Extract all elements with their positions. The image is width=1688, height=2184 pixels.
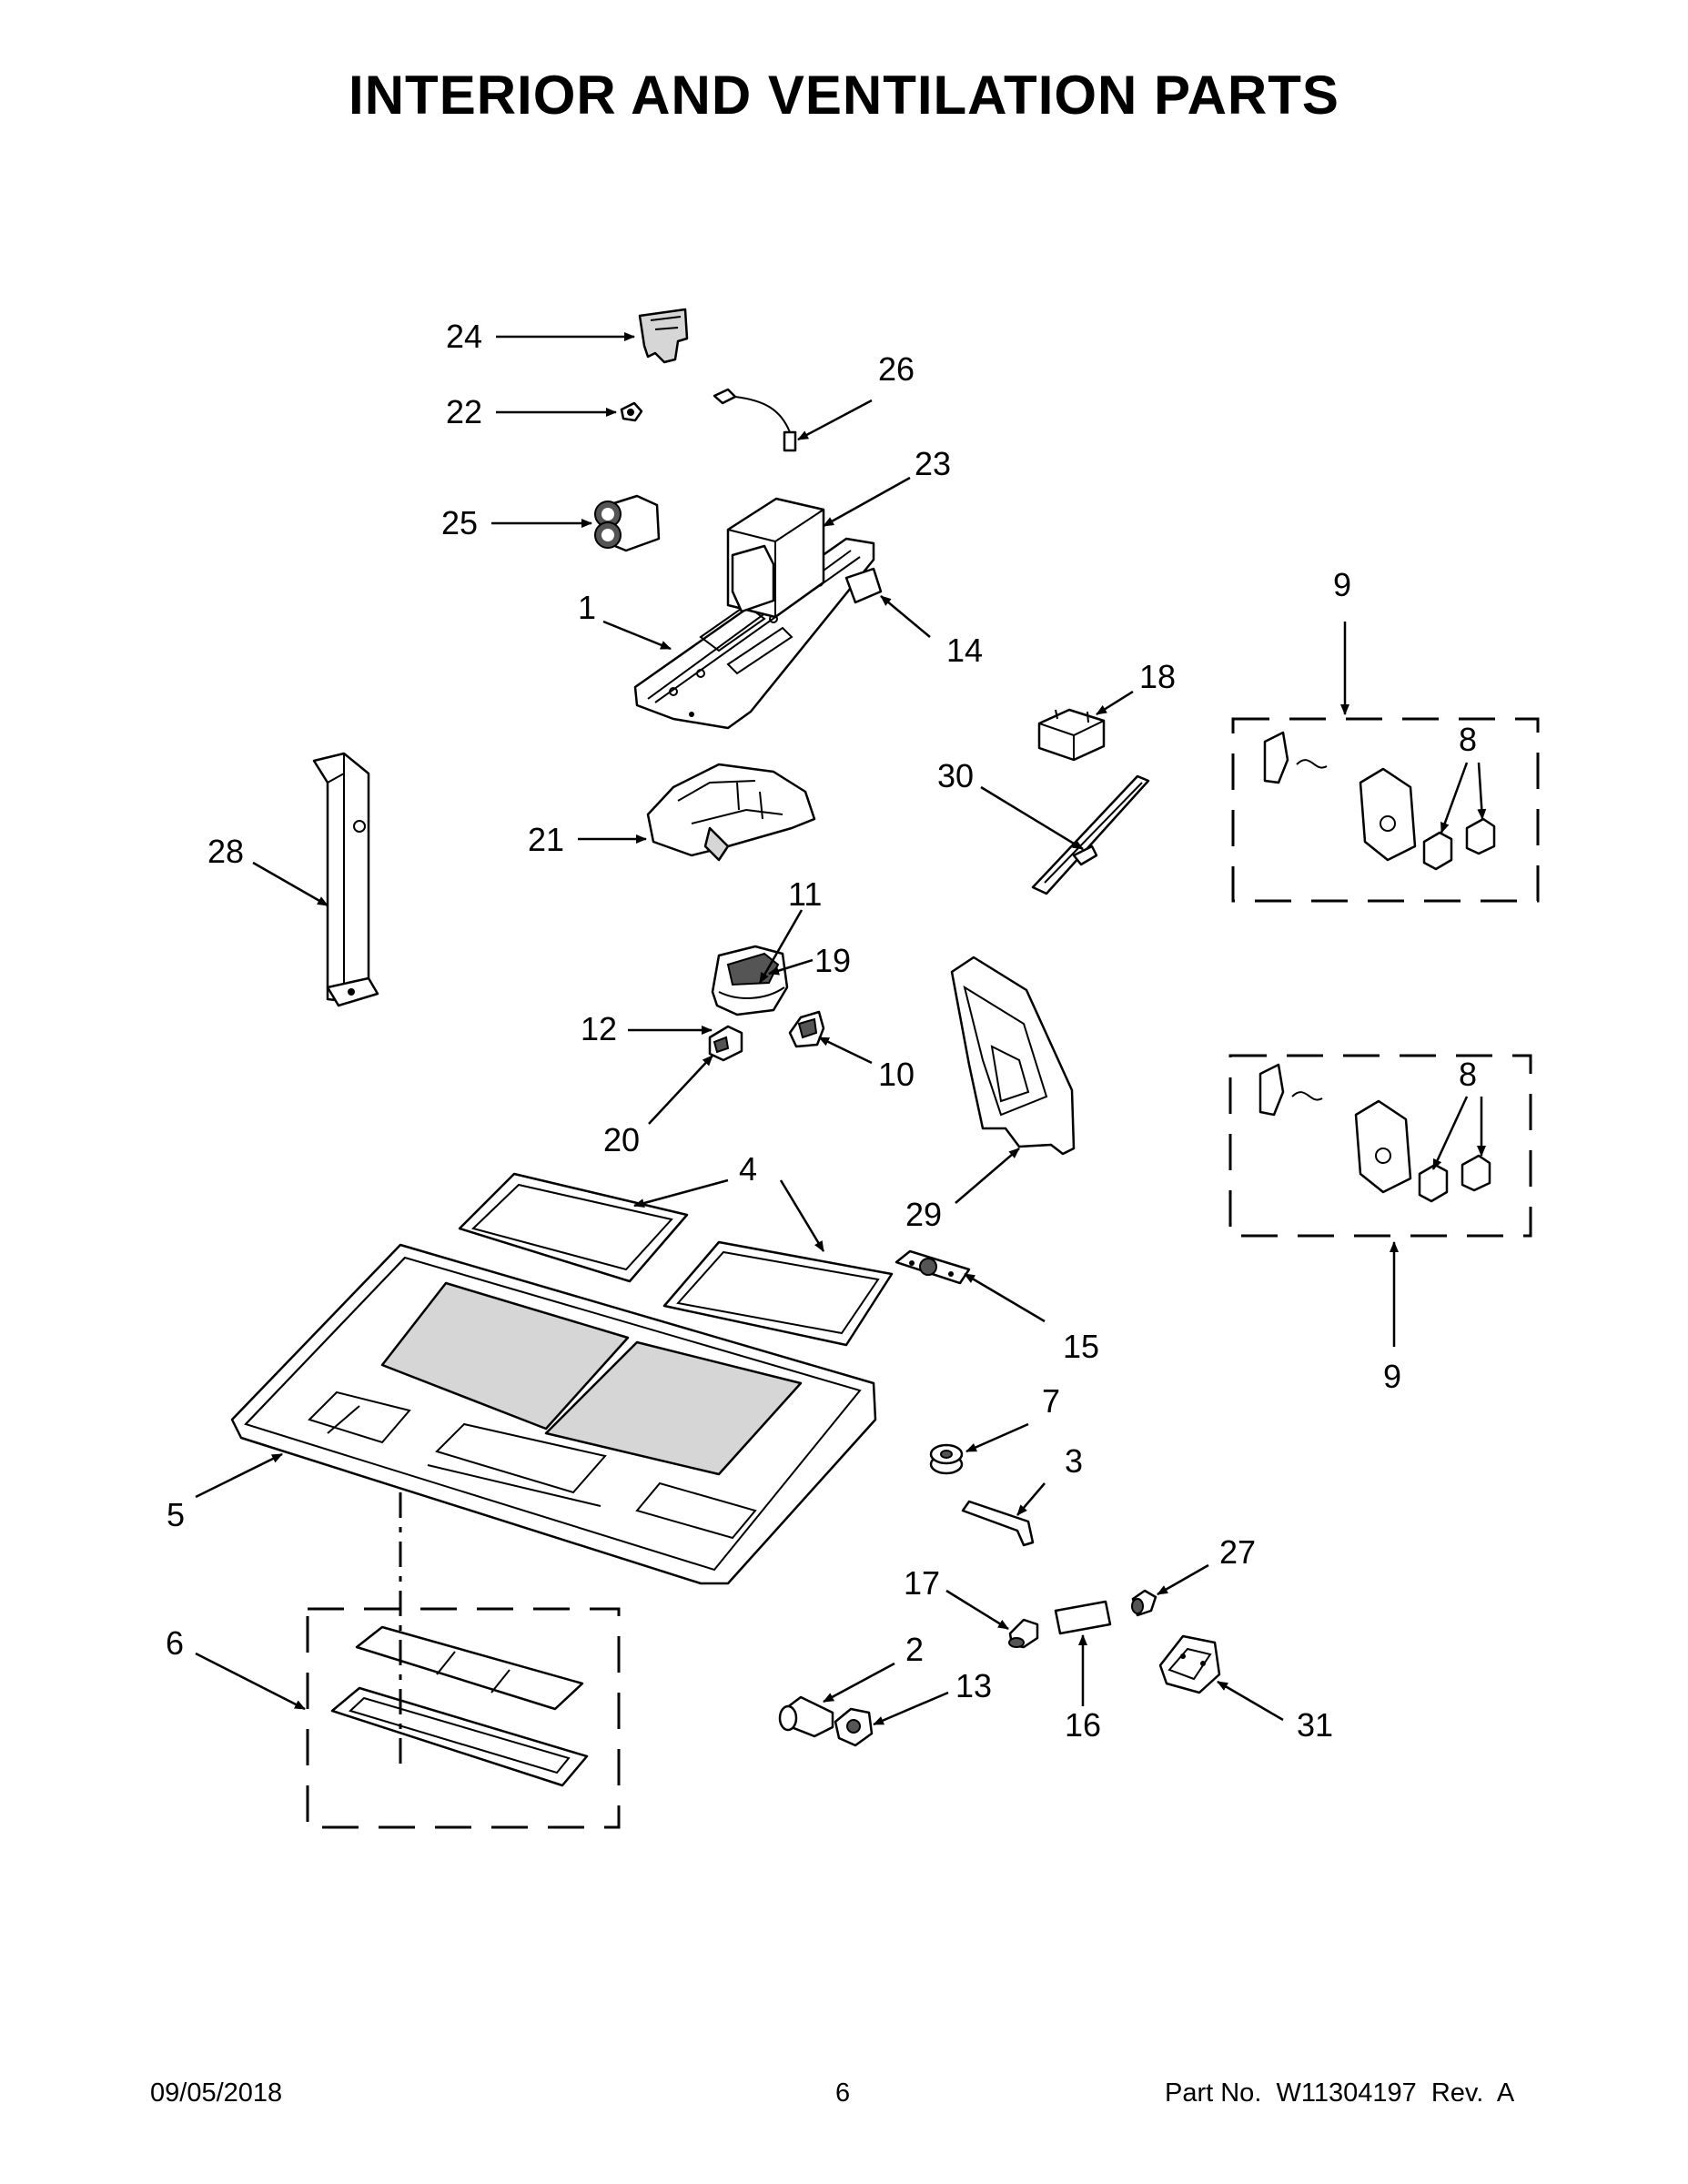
callout-14: 14 [946,632,983,669]
callout-27: 27 [1219,1533,1256,1571]
callout-2: 2 [905,1631,924,1668]
part-17-elbow [1008,1618,1039,1649]
callout-8-top: 8 [1459,721,1477,758]
part-24-bracket [638,308,689,364]
part-20-sensor [708,1025,743,1062]
callout-12: 12 [581,1010,617,1047]
part-6-filter-assembly [306,1607,621,1829]
callout-13: 13 [955,1667,992,1704]
callout-labels: 24 22 26 23 25 1 14 9 18 8 28 30 21 11 1… [166,318,1477,1744]
callout-3: 3 [1065,1442,1083,1480]
part-26-wire [713,388,797,452]
callout-1: 1 [578,589,596,626]
part-18-block [1037,708,1106,762]
callout-19: 19 [814,942,851,979]
part-22-clip [620,401,643,422]
callout-22: 22 [446,393,482,430]
part-13-socket [834,1707,874,1747]
page-title: INTERIOR AND VENTILATION PARTS [349,65,1339,126]
part-29-panel [950,956,1076,1156]
callout-24: 24 [446,318,482,355]
part-5-cavity [230,1243,877,1585]
part-21-duct [646,763,816,862]
footer-date: 09/05/2018 [150,2078,283,2108]
part-7-grommet [929,1443,964,1475]
part-23-transformer [726,497,825,619]
part-30-bar [1031,774,1150,895]
callout-28: 28 [207,833,244,870]
callout-23: 23 [915,445,951,482]
part-28-bracket [312,752,379,1007]
part-15-plate [895,1249,971,1285]
callout-17: 17 [904,1564,940,1602]
part-27-connector [1131,1589,1157,1617]
part-31-mount [1158,1634,1221,1694]
callout-18: 18 [1139,658,1176,695]
callout-7: 7 [1042,1382,1060,1420]
footer-part-number: Part No. W11304197 Rev. A [1165,2078,1515,2108]
callout-21: 21 [528,821,564,858]
callout-4: 4 [739,1150,757,1188]
callout-15: 15 [1063,1328,1099,1365]
part-3-strap [961,1500,1035,1547]
callout-5: 5 [167,1496,185,1533]
callout-31: 31 [1297,1706,1333,1744]
part-10-switch [788,1010,825,1048]
part-25-capacitor [594,494,661,552]
callout-9-top: 9 [1333,566,1351,603]
part-16-tube [1054,1600,1112,1635]
footer-page-number: 6 [835,2078,851,2108]
callout-20: 20 [603,1121,640,1158]
callout-11: 11 [788,875,822,913]
callout-29: 29 [905,1196,942,1233]
part-2-bulb [778,1695,834,1738]
leader-lines [195,332,1487,1726]
callout-30: 30 [937,757,974,794]
callout-8-bottom: 8 [1459,1056,1477,1093]
part-9-switch-assembly-bottom [1228,1054,1532,1238]
callout-9-bottom: 9 [1383,1358,1401,1395]
callout-16: 16 [1065,1706,1101,1744]
callout-10: 10 [878,1056,915,1093]
callout-26: 26 [878,350,915,388]
part-14-bracket [844,567,883,604]
callout-25: 25 [441,504,478,541]
part-9-switch-assembly-top [1231,717,1540,903]
callout-6: 6 [166,1624,184,1662]
part-4-filters [458,1172,894,1347]
